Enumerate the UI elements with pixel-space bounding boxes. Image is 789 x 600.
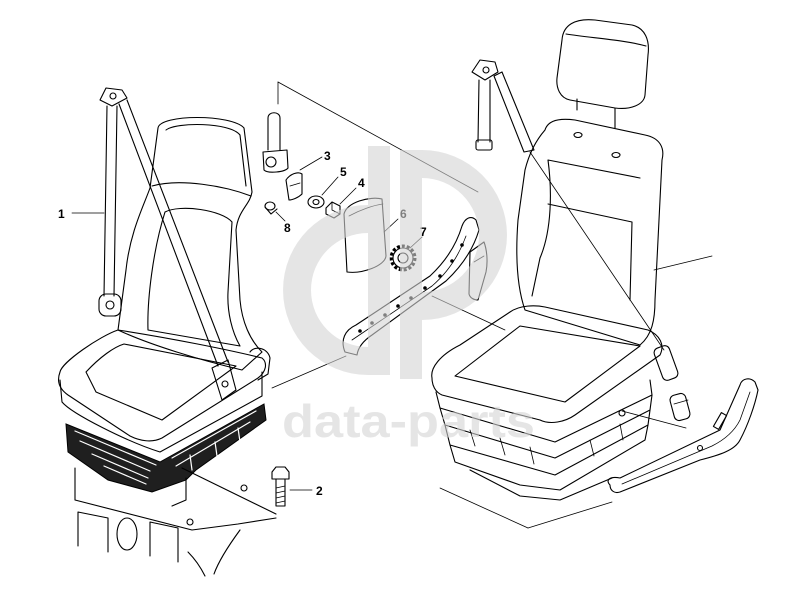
seat-left [58,117,271,507]
seat-belt-right [471,59,691,429]
seat-rail-hole [696,444,704,452]
callout-2-label: 2 [316,484,323,498]
seat-left-headrest-outline [165,124,247,187]
floor-hole-1 [186,518,194,526]
callout-4-label: 4 [358,176,365,190]
seat-left-base-foot [171,477,187,507]
seat-belt-left [98,87,237,401]
seat-belt-right-tongue [653,345,679,381]
pin-part [262,112,289,173]
callout-5-label: 5 [340,165,347,179]
bracket-part-3 [285,172,303,201]
seat-belt-left-anchor-hole [109,92,117,100]
seat-left-suspension-mechanism [65,403,267,493]
seat-left-side-knob [249,347,271,381]
seat-belt-left-buckle-hole [105,300,115,310]
bolt-part-2 [271,466,290,507]
floor-cutout-4 [187,529,241,577]
bolt-shaft [275,478,286,507]
seat-right-base-screw [618,409,626,417]
seat-rail-slot [712,412,728,430]
floor-cutout-2 [116,517,138,551]
seat-right-headrest [556,19,649,109]
seat-belt-right-buckle-seam [673,399,689,405]
seat-right-headrest-seam [565,33,647,47]
seat-left-cushion-side [59,371,263,453]
seat-belt-right-anchor [471,59,499,81]
seat-belt-right-buckle-line [621,410,687,429]
bolt-head [271,466,290,480]
leader-line-8 [275,211,286,222]
callout-7-label: 7 [420,225,427,239]
floor-panel-outline [74,467,277,531]
seat-rail-right [607,378,759,494]
callout-1-label: 1 [58,207,65,221]
seat-left-cushion [58,329,267,442]
seat-belt-left-shoulder-strap [118,99,229,367]
seat-right-post-hole-right [611,151,621,159]
leader-line-3 [299,156,323,171]
seat-left-backrest [117,117,263,371]
leader-line-4 [339,187,357,205]
seat-belt-right-anchor-hole [482,66,490,74]
seat-belt-left-tongue [211,359,237,401]
washer-part-5 [307,195,325,209]
seat-right-cushion [431,305,663,424]
seat-belt-right-shoulder-strap [493,71,535,153]
seat-right-cushion-panel [454,325,641,403]
floor-panel-left [74,467,277,577]
seat-belt-left-lap-strap [103,105,118,297]
seat-left-mechanism-detail [74,410,257,485]
seat-belt-right-buckle [669,392,691,422]
seat-right-base-layers [435,379,653,501]
seat-right [431,19,664,501]
floor-cutout-1 [77,511,109,553]
bolt-thread [275,485,286,504]
floor-panel-edge [181,467,277,515]
sleeve-part-8 [264,201,278,215]
seat-left-cushion-panel [85,343,237,421]
floor-hole-2 [240,484,248,492]
seat-belt-right-lap-strap [477,79,491,143]
watermark-text: data-parts [282,395,535,447]
seat-right-backrest [516,118,664,346]
seat-belt-left-anchor [99,87,128,107]
callout-8-label: 8 [284,221,291,235]
seat-belt-right-strap-end [475,139,493,151]
seat-left-back-panel [147,207,241,347]
seat-belt-left-lower-buckle [98,293,122,317]
seat-belt-left-tongue-hole [221,380,229,388]
floor-cutout-3 [149,521,179,563]
leader-line-5 [321,176,339,196]
seat-left-headrest-seam [151,182,252,197]
callout-3-label: 3 [324,149,331,163]
leader-line-seat-right [653,255,713,271]
watermark: data-parts [282,146,535,447]
seat-right-post-hole-left [573,131,583,139]
seat-right-back-panel [531,159,641,301]
watermark-logo [283,146,507,379]
seat-belt-right-strap-line [529,151,665,351]
